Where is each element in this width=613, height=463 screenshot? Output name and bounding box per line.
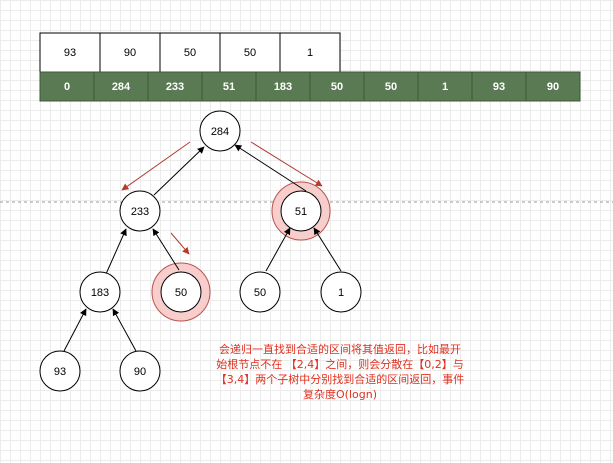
edge-50-233 <box>152 228 180 271</box>
edge-90-183 <box>112 308 137 352</box>
tree-cell: 284 <box>93 71 149 102</box>
query-arrow-down <box>170 232 190 255</box>
input-cell-value: 50 <box>184 47 196 59</box>
input-array: 93 90 50 50 1 <box>39 32 341 73</box>
tree-cell: 50 <box>363 71 419 102</box>
tree-edges <box>63 144 342 352</box>
tree-node: 50 <box>239 271 281 313</box>
query-arrows <box>121 141 323 255</box>
tree-cell: 0 <box>39 71 95 102</box>
tree-cell-value: 1 <box>442 81 448 93</box>
tree-node: 50 <box>160 271 202 313</box>
tree-node-value: 90 <box>134 366 146 378</box>
input-cell: 93 <box>39 32 101 73</box>
tree-cell-value: 233 <box>166 81 184 93</box>
tree-node: 1 <box>320 271 362 313</box>
input-cell: 50 <box>219 32 281 73</box>
query-arrow-left <box>121 141 191 191</box>
tree-node: 93 <box>39 350 81 392</box>
input-cell: 90 <box>99 32 161 73</box>
tree-node: 284 <box>199 110 241 152</box>
tree-cell: 50 <box>309 71 365 102</box>
tree-cell-value: 284 <box>112 81 131 93</box>
query-arrow-right <box>250 141 323 187</box>
tree-cell: 93 <box>471 71 527 102</box>
tree-node-value: 50 <box>175 287 187 299</box>
tree-cell-value: 93 <box>493 81 505 93</box>
tree-node-value: 284 <box>211 126 229 138</box>
tree-cell: 51 <box>201 71 257 102</box>
tree-cell: 1 <box>417 71 473 102</box>
edge-51-284 <box>234 144 307 192</box>
tree-cell: 233 <box>147 71 203 102</box>
edge-233-284 <box>153 146 205 196</box>
tree-cell-value: 90 <box>547 81 559 93</box>
tree-node-value: 233 <box>131 206 149 218</box>
tree-cell-value: 183 <box>274 81 292 93</box>
tree-cell: 183 <box>255 71 311 102</box>
input-cell-value: 90 <box>124 47 136 59</box>
edge-183-233 <box>105 228 127 275</box>
edge-1-51 <box>313 227 342 272</box>
tree-node: 183 <box>79 271 121 313</box>
tree-cell-value: 50 <box>331 81 343 93</box>
tree-cell-value: 51 <box>223 81 235 93</box>
tree-array: 0 284 233 51 183 50 50 1 <box>39 71 581 102</box>
input-cell-value: 93 <box>64 47 76 59</box>
tree-cell: 90 <box>525 71 581 102</box>
tree-node: 90 <box>119 350 161 392</box>
input-cell-value: 1 <box>307 47 313 59</box>
tree-node-value: 50 <box>254 287 266 299</box>
input-cell: 50 <box>159 32 221 73</box>
tree-node-value: 93 <box>54 366 66 378</box>
tree-node-value: 51 <box>295 206 307 218</box>
tree-node-value: 1 <box>338 287 344 299</box>
tree-cell-value: 50 <box>385 81 397 93</box>
tree-cell-value: 0 <box>64 81 70 93</box>
input-cell-value: 50 <box>244 47 256 59</box>
tree-node-value: 183 <box>91 287 109 299</box>
edge-93-183 <box>63 308 87 352</box>
input-cell: 1 <box>279 32 341 73</box>
explanation-note: 会递归一直找到合适的区间将其值返回，比如最开始根节点不在 【2,4】之间，则会分… <box>215 343 465 401</box>
edge-50b-51 <box>265 227 291 272</box>
tree-node: 51 <box>280 190 322 232</box>
tree-node: 233 <box>119 190 161 232</box>
